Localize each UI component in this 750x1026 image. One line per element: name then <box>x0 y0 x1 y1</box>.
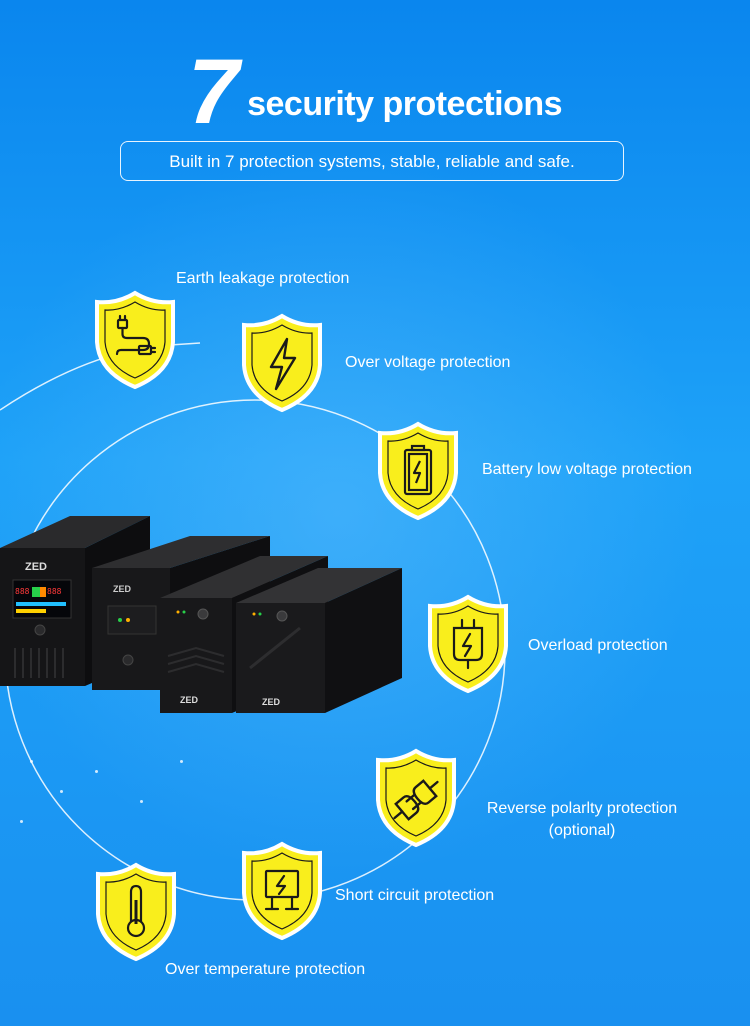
ups-product-image: ZED 888 888 ZED <box>0 516 402 713</box>
plug-connect-icon <box>393 779 439 821</box>
sparkle <box>60 790 63 793</box>
plug-cable-icon <box>115 314 157 356</box>
battery-charge-icon <box>403 444 433 496</box>
socket-bolt-icon <box>452 618 484 670</box>
title-number: 7 <box>187 41 240 143</box>
ups-unit-front: ZED <box>236 568 402 713</box>
shield-over-voltage <box>242 313 322 413</box>
lcd-reading-left: 888 <box>15 587 30 596</box>
feature-label-earth-leakage: Earth leakage protection <box>176 270 350 287</box>
shield-battery-low-voltage <box>378 421 458 521</box>
shield-short-circuit <box>242 841 322 941</box>
feature-label-reverse-polarity-line1: Reverse polarlty protection <box>486 800 678 817</box>
lcd-reading-right: 888 <box>47 587 62 596</box>
power-button <box>197 608 209 620</box>
sparkle <box>180 760 183 763</box>
feature-label-overload: Overload protection <box>528 637 668 654</box>
brand-logo: ZED <box>262 697 281 707</box>
shield-reverse-polarity <box>376 748 456 848</box>
lightning-bolt-icon <box>269 337 297 391</box>
sparkle <box>20 820 23 823</box>
feature-label-over-temperature: Over temperature protection <box>165 961 366 978</box>
power-button <box>34 624 46 636</box>
power-button <box>276 610 288 622</box>
feature-label-short-circuit: Short circuit protection <box>335 887 495 904</box>
circuit-board-icon <box>264 869 300 911</box>
brand-logo: ZED <box>113 584 132 594</box>
header-title-row: 7 security protections <box>0 41 750 143</box>
brand-logo: ZED <box>180 695 199 705</box>
shield-earth-leakage <box>95 290 175 390</box>
subtitle-box: Built in 7 protection systems, stable, r… <box>120 141 624 181</box>
feature-label-reverse-polarity: Reverse polarlty protection (optional) <box>472 798 692 842</box>
feature-label-over-voltage: Over voltage protection <box>345 354 511 371</box>
sparkle <box>140 800 143 803</box>
brand-logo: ZED <box>25 561 47 573</box>
feature-label-reverse-polarity-line2: (optional) <box>548 822 616 839</box>
page-title: security protections <box>247 85 563 123</box>
feature-label-battery-low-voltage: Battery low voltage protection <box>482 461 692 478</box>
power-button <box>122 654 134 666</box>
sparkle <box>95 770 98 773</box>
shield-over-temperature <box>96 862 176 962</box>
thermometer-icon <box>126 884 146 938</box>
shield-overload <box>428 594 508 694</box>
